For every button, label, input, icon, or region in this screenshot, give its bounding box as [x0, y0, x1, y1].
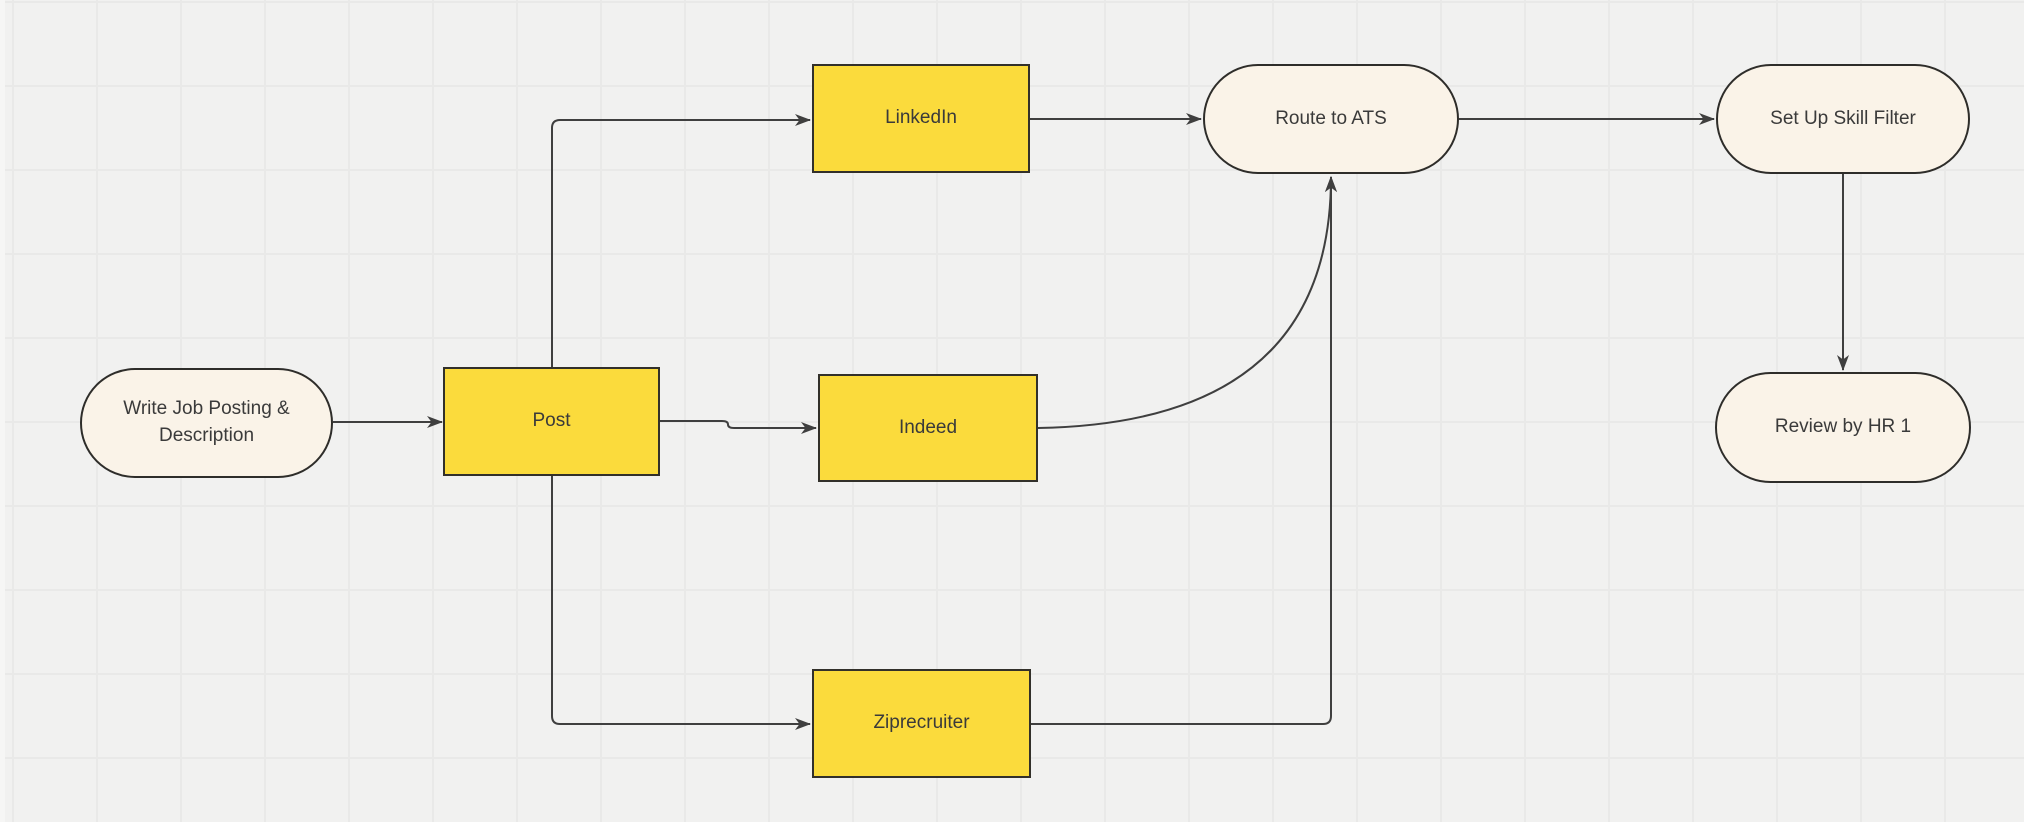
node-indeed[interactable]: Indeed — [818, 374, 1038, 482]
node-ziprecruiter[interactable]: Ziprecruiter — [812, 669, 1031, 778]
node-write-job-posting[interactable]: Write Job Posting & Description — [80, 368, 333, 478]
node-route-to-ats[interactable]: Route to ATS — [1203, 64, 1459, 174]
node-label-indeed: Indeed — [898, 416, 958, 438]
node-label-ziprecruiter: Ziprecruiter — [873, 712, 970, 734]
node-label-post: Post — [532, 410, 571, 432]
node-label-set-up-skill-filter: Set Up Skill Filter — [1770, 107, 1916, 129]
connector-post-to-ziprecruiter[interactable] — [551, 476, 811, 730]
canvas-left-edge — [0, 0, 5, 822]
node-set-up-skill-filter[interactable]: Set Up Skill Filter — [1716, 64, 1970, 174]
node-review-by-hr-1[interactable]: Review by HR 1 — [1715, 372, 1971, 483]
node-linkedin[interactable]: LinkedIn — [812, 64, 1030, 173]
node-label-review-by-hr-1: Review by HR 1 — [1774, 416, 1912, 438]
node-post[interactable]: Post — [443, 367, 660, 476]
node-label-linkedin: LinkedIn — [885, 107, 957, 129]
node-label-route-to-ats: Route to ATS — [1275, 107, 1387, 129]
connector-ziprecruiter-to-route[interactable] — [1031, 176, 1337, 725]
connector-indeed-to-route[interactable] — [1037, 176, 1337, 429]
connector-post-to-indeed[interactable] — [660, 420, 817, 434]
connector-post-to-linkedin[interactable] — [551, 114, 811, 367]
node-label-write-job-posting: Write Job Posting & Description — [123, 398, 290, 446]
